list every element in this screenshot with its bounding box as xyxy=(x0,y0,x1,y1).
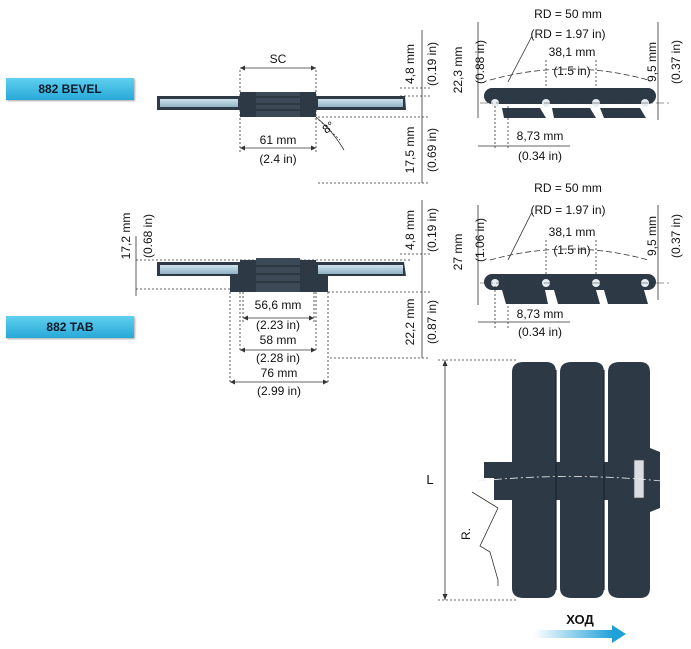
tab-side-left-mm: 27 mm xyxy=(451,234,465,271)
tab-rd-mm: RD = 50 mm xyxy=(534,181,602,195)
tab-pin-in: (0.34 in) xyxy=(518,325,562,339)
tab-side-left-in: (1.06 in) xyxy=(473,218,487,262)
bevel-top-mm: 4,8 mm xyxy=(403,44,417,84)
bevel-width-mm: 61 mm xyxy=(260,133,297,147)
tab-side-right-mm: 9,5 mm xyxy=(645,216,659,256)
bevel-right-mm: 9,5 mm xyxy=(645,42,659,82)
bevel-right-in: (0.37 in) xyxy=(669,40,683,84)
bevel-width-in: (2.4 in) xyxy=(259,152,296,166)
direction-label: ХОД xyxy=(566,612,594,627)
tab-top-in: (0.19 in) xyxy=(425,208,439,252)
bevel-pitch-in: (1.5 in) xyxy=(553,64,590,78)
tab-w2-in: (2.28 in) xyxy=(256,351,300,365)
tab-pitch-in: (1.5 in) xyxy=(553,243,590,257)
bevel-pin-mm: 8,73 mm xyxy=(517,129,564,143)
tab-bottom-mm: 22,2 mm xyxy=(403,299,417,346)
direction-arrow-icon xyxy=(534,625,626,643)
tab-left-mm: 17,2 mm xyxy=(119,213,133,260)
bevel-pitch-mm: 38,1 mm xyxy=(549,45,596,59)
tab-bottom-in: (0.87 in) xyxy=(425,300,439,344)
tab-w1-in: (2.23 in) xyxy=(256,318,300,332)
bevel-bottom-in: (0.69 in) xyxy=(425,128,439,172)
bevel-angle: 8° xyxy=(320,118,338,136)
bevel-rd-mm: RD = 50 mm xyxy=(534,7,602,21)
bevel-side-view: RD = 50 mm (RD = 1.97 in) 38,1 mm (1.5 i… xyxy=(451,7,683,163)
bevel-sc-label: SC xyxy=(270,52,287,66)
tab-w3-mm: 76 mm xyxy=(261,366,298,380)
tab-w2-mm: 58 mm xyxy=(260,333,297,347)
tab-top-mm: 4,8 mm xyxy=(403,210,417,250)
tab-w1-mm: 56,6 mm xyxy=(255,298,302,312)
plan-radius-label: R. xyxy=(459,528,473,540)
bevel-badge: 882 BEVEL xyxy=(6,78,134,100)
tab-left-in: (0.68 in) xyxy=(141,214,155,258)
bevel-rd-in: (RD = 1.97 in) xyxy=(530,27,605,41)
tab-side-view: RD = 50 mm (RD = 1.97 in) 38,1 mm (1.5 i… xyxy=(451,181,683,339)
bevel-left-in: (0.88 in) xyxy=(473,40,487,84)
plan-view: L R. ХОД xyxy=(426,359,663,643)
tab-pitch-mm: 38,1 mm xyxy=(549,225,596,239)
bevel-bottom-mm: 17,5 mm xyxy=(403,127,417,174)
tab-rd-in: (RD = 1.97 in) xyxy=(530,203,605,217)
bevel-section: SC 61 mm (2.4 in) 8° 4,8 mm (0.19 in) xyxy=(157,30,439,184)
tab-pin-mm: 8,73 mm xyxy=(517,307,564,321)
plan-length-label: L xyxy=(426,472,433,487)
bevel-pin-in: (0.34 in) xyxy=(518,149,562,163)
tab-section: 17,2 mm (0.68 in) 56,6 mm (2.23 in) 58 m… xyxy=(119,200,439,398)
tab-badge: 882 TAB xyxy=(6,316,134,338)
bevel-left-mm: 22,3 mm xyxy=(451,47,465,94)
bevel-top-in: (0.19 in) xyxy=(425,42,439,86)
tab-w3-in: (2.99 in) xyxy=(257,384,301,398)
tab-side-right-in: (0.37 in) xyxy=(669,214,683,258)
